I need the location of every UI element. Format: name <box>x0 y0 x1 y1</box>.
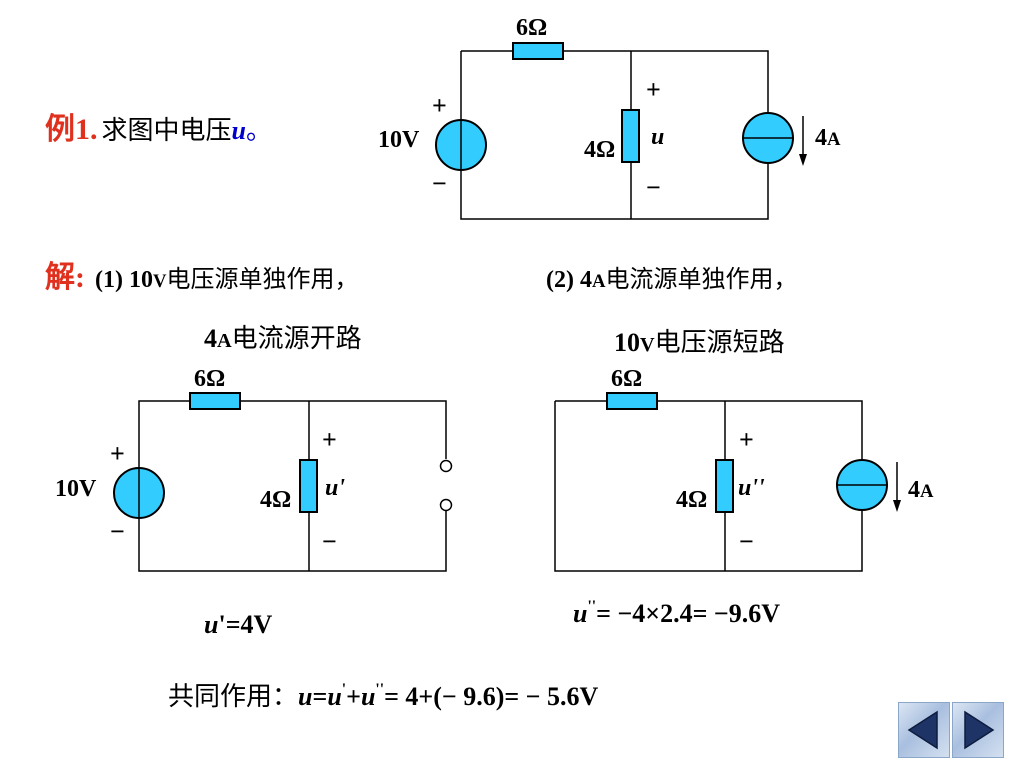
right-isrc-label: 4A <box>908 477 934 503</box>
right-r4-label: 4Ω <box>676 487 708 513</box>
right-u-minus: − <box>739 527 754 556</box>
arrow-right-icon <box>964 710 995 750</box>
top-r4-label: 4Ω <box>584 137 616 163</box>
current-arrow <box>893 462 901 512</box>
top-isrc-label: 4A <box>815 125 841 151</box>
current-arrow <box>799 116 807 166</box>
example-label: 例1. <box>45 113 98 146</box>
prev-slide-button[interactable] <box>898 702 950 758</box>
example-question: 求图中电压u。 <box>101 116 273 145</box>
next-slide-button[interactable] <box>952 702 1004 758</box>
top-vsrc-plus: + <box>432 91 447 120</box>
left-vsrc-minus: − <box>110 517 125 546</box>
top-u-plus: + <box>646 75 661 104</box>
resistor-6ohm <box>512 42 564 60</box>
solution-label: 解: <box>45 261 85 294</box>
left-vsrc-label: 10V <box>55 476 97 502</box>
open-terminal-bottom <box>439 498 453 512</box>
right-u-plus: + <box>739 425 754 454</box>
solution-case2: (2) 4A电流源单独作用， <box>546 267 798 293</box>
top-u-minus: − <box>646 173 661 202</box>
left-vsrc-plus: + <box>110 439 125 468</box>
left-u-var: u' <box>325 475 346 501</box>
result-u1: u'=4V <box>204 610 273 639</box>
example-heading: 例1. 求图中电压u。 <box>45 104 272 148</box>
left-r4-label: 4Ω <box>260 487 292 513</box>
right-r6-label: 6Ω <box>611 366 643 392</box>
right-u-var: u'' <box>738 475 765 501</box>
result-combined: 共同作用：u=u'+u''= 4+(− 9.6)= − 5.6V <box>168 681 599 711</box>
top-vsrc-label: 10V <box>378 127 420 153</box>
resistor-6ohm <box>189 392 241 410</box>
top-vsrc-minus: − <box>432 169 447 198</box>
solution-case2-sub: 10V电压源短路 <box>614 328 785 357</box>
open-terminal-top <box>439 459 453 473</box>
top-u-var: u <box>651 124 665 150</box>
result-u2: u''= −4×2.4= −9.6V <box>573 598 780 628</box>
resistor-4ohm <box>299 459 318 513</box>
combined-label: 共同作用： <box>168 682 299 711</box>
left-u-minus: − <box>322 527 337 556</box>
arrow-left-icon <box>907 710 938 750</box>
resistor-4ohm <box>715 459 734 513</box>
left-r6-label: 6Ω <box>194 366 226 392</box>
left-u-plus: + <box>322 425 337 454</box>
solution-case1-sub: 4A电流源开路 <box>204 324 362 353</box>
top-r6-label: 6Ω <box>516 15 548 41</box>
example-var-u: u <box>231 116 246 145</box>
resistor-6ohm <box>606 392 658 410</box>
solution-case1: 解: (1) 10V电压源单独作用， <box>45 261 359 294</box>
resistor-4ohm <box>621 109 640 163</box>
